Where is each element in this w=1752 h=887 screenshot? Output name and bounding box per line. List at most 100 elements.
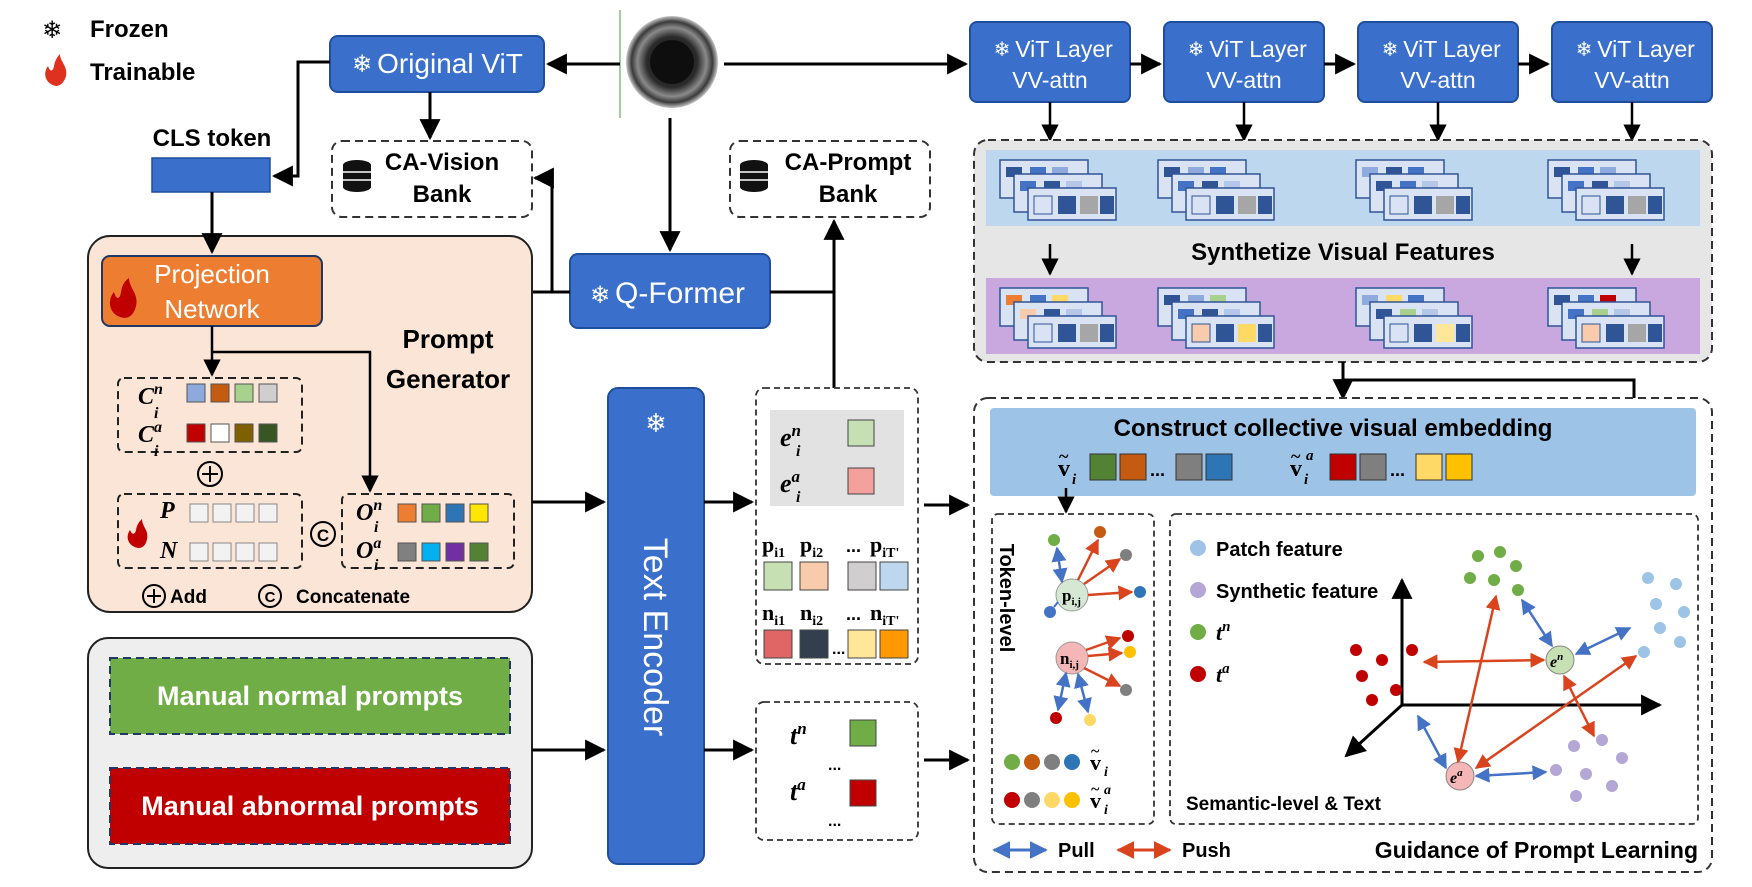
svg-text:ViT Layer: ViT Layer [1015, 36, 1113, 62]
text-encoder-node: ❄ Text Encoder [607, 387, 705, 865]
svg-text:i: i [374, 519, 379, 536]
v-tilde-tokens: ... [1089, 453, 1233, 481]
patch-feature-stack [999, 159, 1117, 221]
ca-vision-line1: CA-Vision [385, 149, 499, 176]
svg-text:...: ... [828, 757, 841, 774]
oa-tokens [397, 542, 489, 562]
v-tilde-dots [1004, 754, 1080, 770]
svg-text:v: v [1090, 788, 1101, 813]
svg-text:i: i [1072, 472, 1077, 488]
svg-text:C: C [317, 526, 329, 545]
prompt-generator-panel: Projection Network Prompt Generator Cn i… [87, 235, 533, 613]
tn-cluster [1464, 546, 1524, 596]
synthetic-feature-stack [1547, 287, 1665, 349]
svg-text:pi2: pi2 [800, 532, 823, 561]
svg-text:i: i [1104, 803, 1108, 818]
svg-text:ViT Layer: ViT Layer [1209, 36, 1307, 62]
svg-text:VV-attn: VV-attn [1594, 67, 1669, 93]
original-vit-label: Original ViT [377, 48, 523, 79]
ca-prompt-line1: CA-Prompt [785, 149, 912, 176]
patch-feature-stack [1355, 159, 1473, 221]
svg-text:VV-attn: VV-attn [1400, 67, 1475, 93]
database-icon [343, 160, 371, 192]
original-vit-node: ❄ Original ViT [329, 35, 545, 93]
svg-text:i: i [374, 557, 379, 574]
synthetic-feature-label: Synthetic feature [1216, 581, 1378, 603]
cn-tokens [186, 383, 278, 403]
svg-text:a: a [1104, 783, 1111, 798]
en-embedding [847, 419, 875, 447]
c-symbol: C [138, 422, 155, 448]
prompt-embedding-column: en i ea i pi1 pi2 ... piT' ni1 ni2 ... n… [755, 387, 919, 665]
svg-text:ni1: ni1 [762, 600, 785, 629]
on-tokens [397, 503, 489, 523]
input-image [619, 10, 720, 118]
flame-icon [45, 54, 67, 86]
p-token-row [763, 561, 909, 591]
svg-text:...: ... [1390, 460, 1405, 480]
svg-text:Cn: Cn [138, 381, 163, 410]
snowflake-icon: ❄ [1188, 39, 1205, 61]
n-symbol: N [159, 538, 179, 564]
sub-i: i [154, 443, 159, 460]
svg-text:i: i [1304, 472, 1309, 488]
projection-line1: Projection [154, 259, 270, 289]
token-level-label: Token-level [995, 544, 1017, 653]
cls-token-label: CLS token [153, 125, 272, 152]
concat-symbol [310, 521, 336, 547]
p-learnable-tokens [189, 503, 278, 523]
svg-text:ea: ea [780, 467, 801, 498]
svg-text:niT': niT' [870, 600, 899, 629]
svg-text:~: ~ [1059, 446, 1069, 466]
synthetic-feature-stack [1157, 287, 1275, 349]
sup-a: a [154, 419, 162, 436]
snowflake-icon: ❄ [1382, 39, 1399, 61]
svg-text:v: v [1290, 456, 1302, 482]
v-tilde-a-tokens: ... [1329, 453, 1473, 481]
patch-feature-label: Patch feature [1216, 539, 1343, 561]
svg-text:v: v [1090, 750, 1101, 775]
snowflake-icon: ❄ [994, 39, 1011, 61]
tn-embedding [849, 719, 877, 747]
add-symbol [197, 461, 223, 487]
svg-text:...: ... [828, 813, 841, 830]
sup-n: n [154, 381, 163, 398]
patch-feature-stack [1547, 159, 1665, 221]
svg-text:Ca: Ca [138, 419, 162, 448]
q-former-node: ❄ Q-Former [569, 253, 771, 329]
svg-text:~: ~ [1291, 446, 1301, 466]
snowflake-icon: ❄ [1576, 39, 1593, 61]
database-icon [740, 160, 768, 192]
svg-text:i: i [796, 489, 801, 506]
ca-prompt-bank: CA-Prompt Bank [729, 140, 931, 218]
prompt-generator-line1: Prompt [403, 324, 494, 354]
vit-layers: ❄ ViT Layer VV-attn ❄ ViT Layer VV-attn … [969, 21, 1713, 103]
patch-cluster [1638, 572, 1690, 658]
svg-text:ta: ta [1216, 661, 1230, 687]
patch-feature-stack [1157, 159, 1275, 221]
snowflake-icon: ❄ [352, 51, 372, 78]
ca-tokens [186, 423, 278, 443]
construct-collective-label: Construct collective visual embedding [1114, 415, 1553, 442]
svg-text:ni2: ni2 [800, 600, 823, 629]
svg-text:piT': piT' [870, 532, 899, 561]
legend-trainable: Trainable [90, 59, 195, 86]
svg-text:tn: tn [790, 719, 807, 750]
guidance-panel: Construct collective visual embedding v … [973, 397, 1713, 873]
q-former-label: Q-Former [615, 277, 745, 310]
svg-text:ViT Layer: ViT Layer [1597, 36, 1695, 62]
synthetic-feature-stack [999, 287, 1117, 349]
svg-text:Oa: Oa [356, 535, 381, 564]
n-learnable-tokens [189, 542, 278, 562]
ea-embedding [847, 467, 875, 495]
svg-text:en: en [780, 421, 801, 452]
synthetize-label: Synthetize Visual Features [1191, 239, 1495, 266]
add-label: Add [170, 587, 207, 608]
snowflake-icon: ❄ [42, 17, 62, 44]
synthetic-feature-stack [1355, 287, 1473, 349]
flame-icon [127, 519, 148, 548]
c-symbol: C [138, 384, 155, 410]
manual-prompts-panel: Manual normal prompts Manual abnormal pr… [87, 637, 533, 869]
snowflake-icon: ❄ [590, 282, 610, 309]
